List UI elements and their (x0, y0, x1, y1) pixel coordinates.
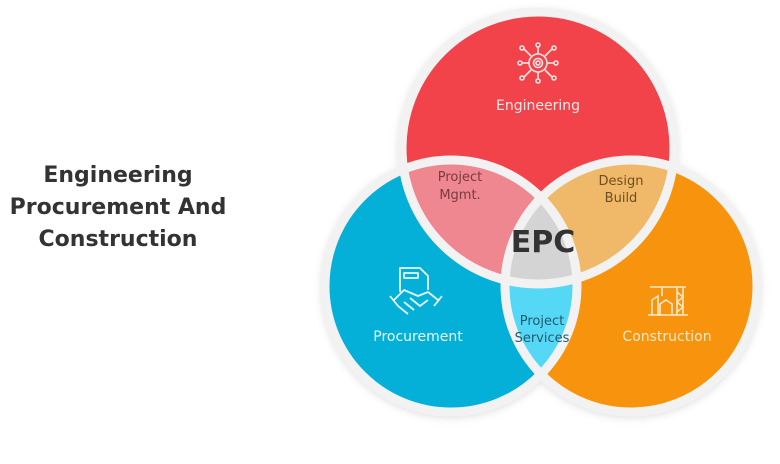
epc-center-label: EPC (511, 225, 576, 260)
procurement-label: Procurement (373, 329, 463, 345)
project-mgmt-label-line: Mgmt. (439, 188, 480, 203)
diagram-title: Engineering Procurement And Construction (0, 160, 236, 256)
engineering-label: Engineering (496, 98, 580, 114)
gear-circuit-icon (517, 42, 559, 84)
design-build-region (505, 160, 674, 284)
project-mgmt-label-line: Project (438, 170, 482, 185)
construction-label: Construction (622, 329, 711, 345)
project-services-label-line: Project (520, 314, 564, 329)
project-services-label-line: Services (515, 331, 570, 346)
design-build-label-line: Design (599, 174, 644, 189)
design-build-label-line: Build (605, 191, 638, 206)
handshake-document-icon (389, 267, 443, 315)
title-line: Engineering (43, 163, 193, 188)
title-line: Procurement And (9, 195, 227, 220)
title-line: Construction (38, 227, 198, 252)
crane-building-icon (648, 286, 688, 316)
project-mgmt-region (402, 160, 577, 284)
